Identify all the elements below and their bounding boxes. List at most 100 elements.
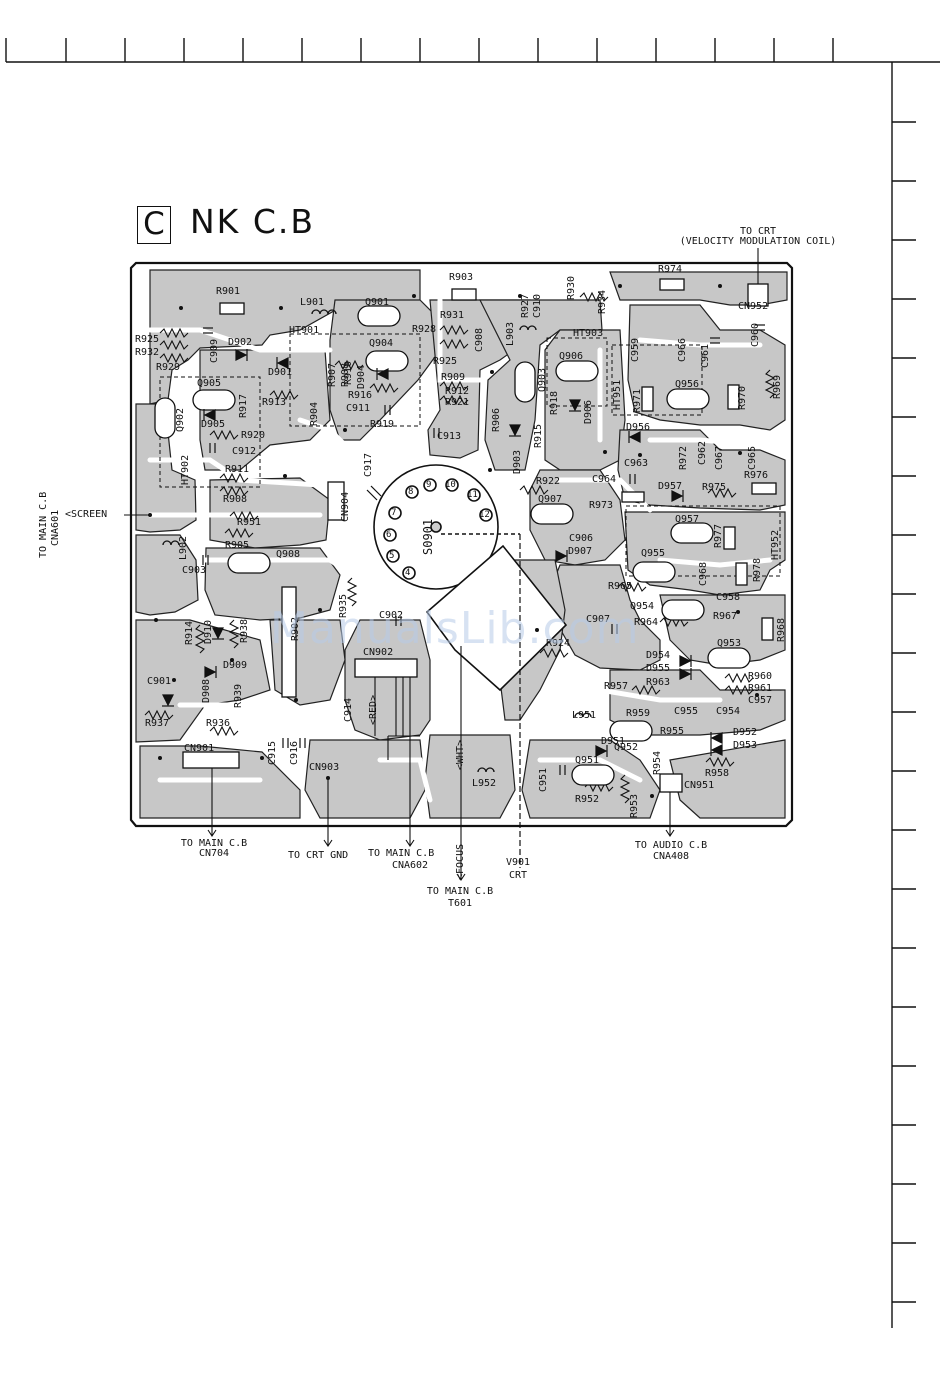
component-label: R978: [752, 557, 763, 582]
wht-label: <WHT>: [455, 739, 466, 770]
component-label: HT902: [180, 454, 191, 485]
v901-crt-label: CRT: [509, 870, 528, 881]
component-label: R952: [575, 794, 600, 805]
solder-pads: [148, 284, 759, 798]
component-label: R976: [744, 470, 769, 481]
boxed-resistors: [219, 278, 777, 641]
component-label: C955: [674, 706, 699, 717]
component-label: Q904: [369, 338, 394, 349]
component-label: R903: [449, 272, 474, 283]
component-label: CN952: [738, 301, 769, 312]
component-label: C917: [363, 452, 374, 477]
component-label: C964: [592, 474, 617, 485]
component-label: R968: [776, 617, 787, 642]
component-label: C961: [700, 343, 711, 368]
socket-pin-label: 9: [426, 480, 432, 490]
socket-pin-label: 7: [391, 508, 397, 518]
to-crt-label: TO CRT: [739, 226, 777, 237]
component-label: D951: [601, 736, 626, 747]
component-label: R939: [233, 683, 244, 708]
component-label: R908: [223, 494, 248, 505]
component-label: L901: [300, 297, 325, 308]
cna602-label: CNA602: [391, 860, 429, 871]
component-label: R931: [440, 310, 465, 321]
component-label: R919: [370, 419, 395, 430]
component-label: C951: [538, 767, 549, 792]
component-label: R920: [241, 430, 266, 441]
component-label: R901: [216, 286, 241, 297]
component-label: L902: [178, 535, 189, 560]
component-label: C954: [716, 706, 741, 717]
socket-pin-label: 4: [405, 568, 411, 578]
component-label: R961: [748, 683, 773, 694]
to-main-cna601-label: TO MAIN C.B: [38, 491, 49, 558]
component-label: R932: [135, 347, 160, 358]
to-crt-gnd-label: TO CRT GND: [288, 850, 349, 861]
component-label: D906: [583, 399, 594, 424]
component-label: R924: [546, 638, 571, 649]
component-label: R937: [145, 718, 170, 729]
component-label: R934: [597, 289, 608, 314]
component-label: R905: [225, 540, 250, 551]
component-label: C913: [437, 431, 462, 442]
coil-symbols: [162, 309, 592, 773]
component-label: Q901: [365, 297, 390, 308]
component-label: C906: [569, 533, 594, 544]
component-label: R909: [441, 372, 466, 383]
component-label: R929: [156, 362, 181, 373]
v901-label: V901: [506, 857, 531, 868]
component-label: R975: [702, 482, 727, 493]
component-label: R928: [412, 324, 437, 335]
component-label: C908: [474, 327, 485, 352]
component-label: R951: [237, 517, 262, 528]
component-label: D905: [201, 419, 226, 430]
component-label: Q908: [276, 549, 301, 560]
component-label: R957: [604, 681, 629, 692]
to-main-t601-label: TO MAIN C.B: [426, 886, 494, 897]
section-title: NK C.B: [190, 202, 315, 241]
component-label: R954: [652, 750, 663, 775]
component-label: R917: [238, 393, 249, 418]
component-label: C962: [697, 440, 708, 465]
component-label: D904: [356, 364, 367, 389]
component-label: R907: [327, 362, 338, 387]
component-label: C968: [698, 561, 709, 586]
component-label: R925: [135, 334, 160, 345]
component-label: R921: [445, 397, 470, 408]
component-label: R965: [608, 581, 633, 592]
component-label: HT951: [612, 379, 623, 410]
component-label: D955: [646, 663, 671, 674]
component-label: CN902: [363, 647, 394, 658]
socket-pin-label: 5: [389, 551, 395, 561]
component-label: C967: [714, 445, 725, 470]
component-label: D903: [512, 449, 523, 474]
connector-footprints: [182, 283, 769, 793]
trace-lines: [147, 297, 773, 803]
component-label: R960: [748, 671, 773, 682]
component-label: C914: [343, 697, 354, 722]
component-label: R910: [343, 360, 354, 385]
component-label: R913: [262, 397, 287, 408]
component-label: C960: [750, 322, 761, 347]
component-label: R977: [713, 523, 724, 548]
component-label: Q953: [717, 638, 742, 649]
component-label: R974: [658, 264, 683, 275]
to-main-cna602-label: TO MAIN C.B: [368, 848, 435, 859]
component-label: R970: [737, 385, 748, 410]
component-label: D910: [203, 619, 214, 644]
cna408-label: CNA408: [652, 851, 690, 862]
component-label: R958: [705, 768, 730, 779]
red-label: <RED>: [368, 694, 379, 725]
component-label: S0901: [421, 518, 435, 555]
component-label: R916: [348, 390, 373, 401]
component-label: R930: [566, 275, 577, 300]
component-label: C907: [586, 614, 611, 625]
component-label: R915: [533, 423, 544, 448]
component-label: D953: [733, 740, 758, 751]
component-label: C901: [147, 676, 172, 687]
component-label: D954: [646, 650, 671, 661]
component-label: R906: [491, 407, 502, 432]
component-label: R914: [184, 620, 195, 645]
component-label: R911: [225, 464, 250, 475]
component-label: R955: [660, 726, 685, 737]
